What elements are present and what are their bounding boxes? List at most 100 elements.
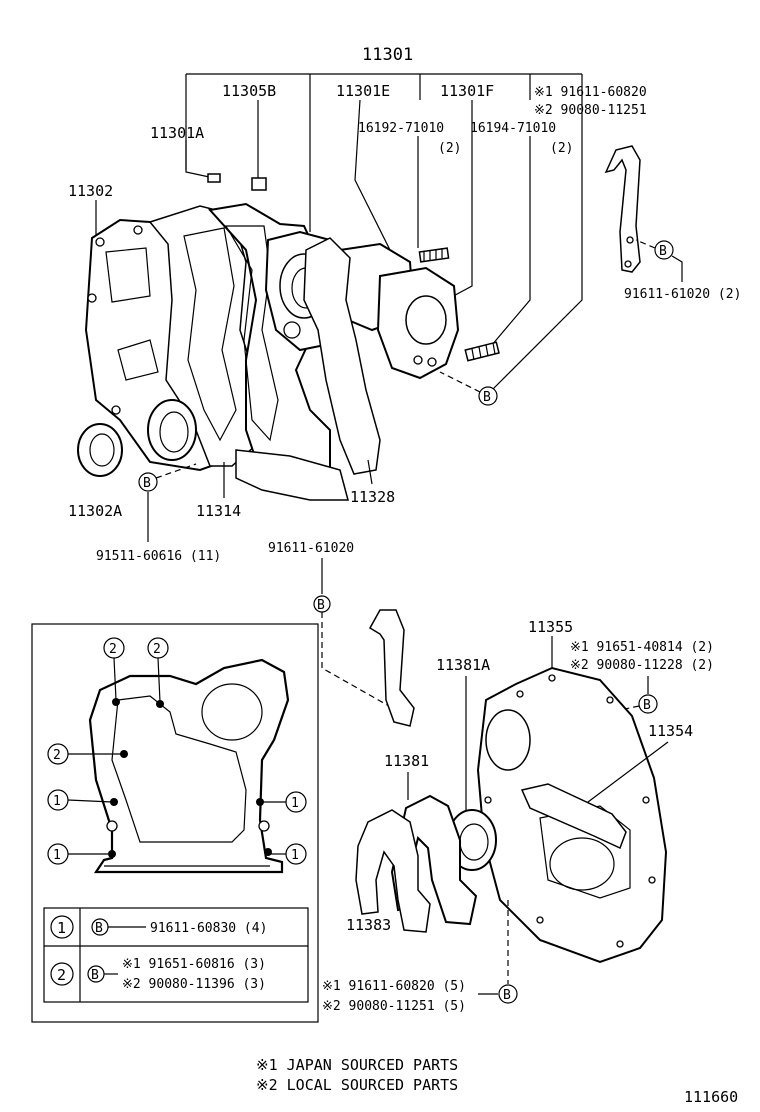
dash-cover: [155, 463, 197, 479]
label-11381a: 11381A: [436, 656, 490, 674]
cover-hole: [133, 225, 143, 235]
legend-b-text: B: [91, 968, 99, 983]
label-11381: 11381: [384, 752, 429, 770]
lower-assembly: 11355 ※1 91651-40814 (2) ※2 90080-11228 …: [322, 618, 714, 1014]
cover-seal-ring: [147, 399, 197, 461]
dash-mid: [321, 612, 397, 711]
callout-text: 1: [291, 796, 299, 811]
legend-frame: [43, 907, 309, 1003]
plate-hole: [516, 690, 524, 698]
leader-11301e-part: [354, 99, 397, 263]
leader-hook-bolt: [671, 255, 683, 282]
inset-frame: [31, 623, 319, 1023]
inset-hole: [258, 820, 270, 832]
hook-bracket-right: [604, 145, 641, 273]
leader-2a: [113, 657, 117, 701]
plate-hole: [648, 876, 656, 884]
legend-num-2: [50, 962, 74, 986]
inset-dot: [112, 698, 120, 706]
plate-bore: [485, 709, 531, 771]
callout-text: 1: [53, 848, 61, 863]
plate-hole: [616, 940, 624, 948]
oil-pump-hole: [427, 357, 437, 367]
label-stud2: 16194-71010: [470, 121, 556, 136]
inset-dot: [156, 700, 164, 708]
stud-bolt-2: [464, 341, 500, 362]
inset-legend: 1 B 91611-60830 (4) 2 B ※1 91651-60816 (…: [43, 907, 309, 1003]
bracket-11354: [520, 783, 627, 850]
bubble-b-text: B: [317, 598, 325, 613]
inset-dot: [264, 848, 272, 856]
upper-assembly: 11301 11301A 11305B 11301E 11301F 16192-…: [68, 45, 741, 564]
label-stud1-qty: (2): [438, 141, 461, 156]
label-11301f: 11301F: [440, 82, 494, 100]
crank-seal-bore: [89, 433, 115, 467]
hook-bracket-middle: [368, 609, 415, 727]
leader-11328: [367, 459, 373, 485]
bubble-b-text: B: [659, 244, 667, 259]
legend-text-2b: ※2 90080-11396 (3): [122, 977, 266, 992]
cover-seal-bore: [159, 411, 189, 453]
bubble-b-bottom: [498, 984, 518, 1004]
gasket-inner: [183, 227, 237, 442]
label-bolt-note1: ※1 91611-60820: [534, 85, 647, 100]
plate-window: [539, 805, 631, 899]
inset-gasket: [88, 658, 290, 874]
leader-11301f-part: [445, 100, 473, 301]
label-11328: 11328: [350, 488, 395, 506]
dowel-pin: [207, 173, 221, 183]
label-11302: 11302: [68, 182, 113, 200]
legend-num-1: [50, 915, 74, 939]
label-mid-bolt: 91611-61020: [268, 541, 354, 556]
label-11383: 11383: [346, 916, 391, 934]
cover-window: [105, 247, 151, 303]
legend-num-text: 1: [57, 919, 66, 937]
label-11355: 11355: [528, 618, 573, 636]
middle-hook: 91611-61020 B: [268, 541, 415, 727]
inset-dot: [108, 850, 116, 858]
leader-b-bolt: [491, 74, 583, 391]
inset-dot: [256, 798, 264, 806]
label-11301: 11301: [362, 45, 413, 65]
crank-seal: [77, 423, 123, 477]
callout-text: 1: [53, 794, 61, 809]
plate-hole: [642, 796, 650, 804]
inset-dot: [120, 750, 128, 758]
bubble-b-text: B: [503, 988, 511, 1003]
oil-pump-bore: [405, 295, 447, 345]
callout-text: 2: [53, 748, 61, 763]
label-plate-bolt2: ※2 90080-11228 (2): [570, 658, 714, 673]
label-cover-bolt: 91511-60616 (11): [96, 549, 221, 564]
leader-11301a-pin: [185, 140, 215, 179]
inset-pump-bore: [201, 683, 263, 741]
bubble-b-text: B: [483, 390, 491, 405]
bottom-flange: [235, 449, 349, 501]
legend-text-2a: ※1 91651-60816 (3): [122, 957, 266, 972]
label-11354: 11354: [648, 722, 693, 740]
leader-2b: [157, 657, 161, 703]
legend-text-1: 91611-60830 (4): [150, 921, 267, 936]
label-stud2-qty: (2): [550, 141, 573, 156]
plug-11305b: [251, 177, 267, 191]
dash-pump: [439, 371, 481, 393]
cover-hole: [87, 293, 97, 303]
bubble-b-hook: [654, 240, 674, 260]
label-bottom-bolt1: ※1 91611-60820 (5): [322, 979, 466, 994]
cover-hole: [111, 405, 121, 415]
plate-hole: [536, 916, 544, 924]
plate-hole: [484, 796, 492, 804]
bubble-b-cover: [138, 472, 158, 492]
plate-hole: [548, 674, 556, 682]
inset-box: 2 2 2 1 1 1 1: [31, 623, 319, 1023]
bubble-b-plate: [638, 694, 658, 714]
stud-bolt-1: [418, 247, 450, 263]
label-11314: 11314: [196, 502, 241, 520]
hook-hole: [624, 260, 632, 268]
plate-hole: [606, 696, 614, 704]
rear-gasket: [303, 237, 381, 475]
rear-gasket-11383: [355, 809, 431, 933]
note-japan: ※1 JAPAN SOURCED PARTS: [256, 1056, 458, 1074]
inset-gasket-inner: [111, 695, 247, 843]
callout-text: 1: [291, 848, 299, 863]
